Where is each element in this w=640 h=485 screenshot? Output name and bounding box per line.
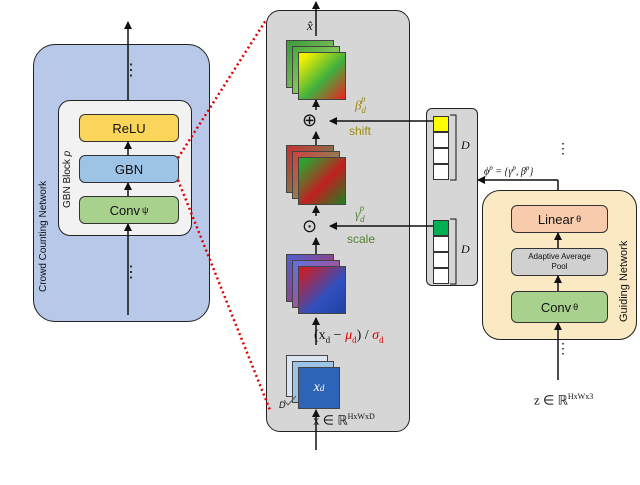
scaled-feature-map (298, 157, 346, 205)
gamma-vector-d-label: D (461, 242, 470, 256)
normalization-formula: (xd − μd) / σd (314, 328, 384, 345)
phi-equation: ϕp = {γp, βp} (484, 164, 534, 178)
beta-vector-bracket (450, 114, 457, 181)
depth-d-label: D (279, 400, 286, 410)
output-feature-map (298, 52, 346, 100)
input-x-label: x ∈ ℝHxWxD (313, 412, 375, 428)
beta-vector-d-label: D (461, 138, 470, 152)
ccn-bottom-dots: ⋮ (123, 264, 139, 281)
gamma-label: γdp (355, 203, 365, 224)
gamma-vector-cell-3 (433, 252, 449, 268)
depth-bracket (283, 395, 297, 406)
beta-label: βdp (355, 94, 366, 115)
gamma-vector-cell-2 (433, 236, 449, 252)
guide-top-dots: ⋮ (556, 140, 570, 156)
x-hat-label: x̂ (307, 18, 313, 33)
gamma-vector-cell-4 (433, 268, 449, 284)
ccn-top-dots: ⋮ (123, 62, 139, 79)
beta-vector-cell-4 (433, 164, 449, 180)
gamma-vector-cell-1 (433, 220, 449, 236)
beta-vector-cell-3 (433, 148, 449, 164)
shift-label: shift (349, 124, 372, 138)
add-operator-icon: ⊕ (302, 110, 318, 130)
input-z-label: z ∈ ℝHxWx3 (534, 392, 594, 408)
beta-vector-cell-2 (433, 132, 449, 148)
zoom-line-top (176, 19, 268, 159)
multiply-operator-icon: ⊙ (302, 216, 318, 236)
gamma-vector-bracket (450, 218, 457, 285)
guide-bottom-dots: ⋮ (556, 340, 570, 356)
zoom-line-bottom (176, 179, 272, 411)
beta-vector-cell-1 (433, 116, 449, 132)
scale-label: scale (347, 232, 376, 246)
gbn-block: GBN (79, 155, 179, 183)
normalized-feature-map (298, 266, 346, 314)
